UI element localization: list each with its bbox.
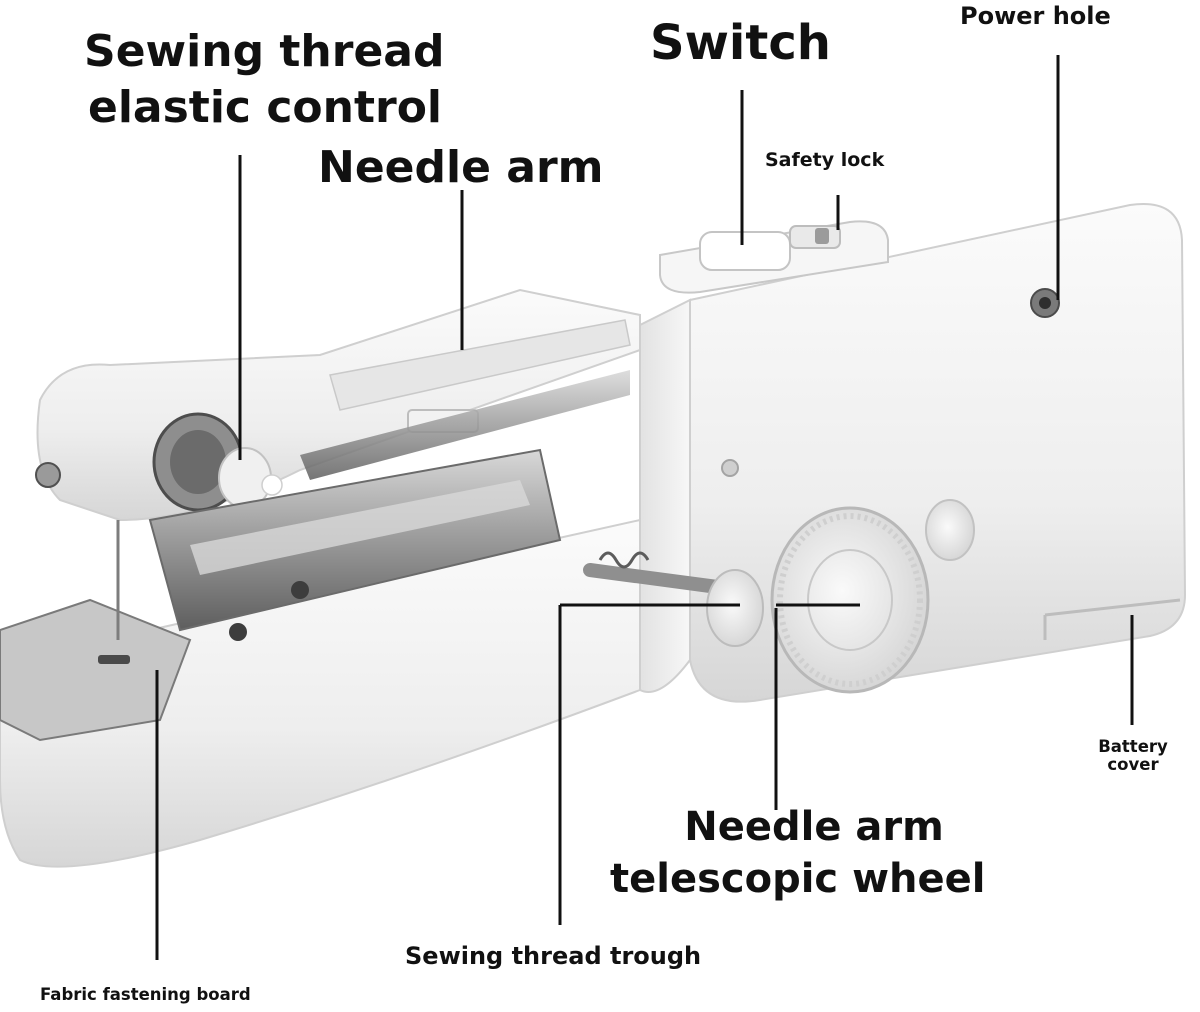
leader-lines <box>155 55 1134 960</box>
label-battery-cover-line-1: Battery <box>1098 737 1168 756</box>
label-fabric-fastening-board: Fabric fastening board <box>40 985 251 1004</box>
fabric-fastening-board <box>0 520 192 742</box>
telescopic-wheel <box>770 506 930 694</box>
label-battery-cover: Battery cover <box>1074 738 1192 774</box>
switch-assembly <box>659 220 889 294</box>
label-sewing-thread-trough: Sewing thread trough <box>405 942 702 970</box>
screw-hole <box>721 459 739 477</box>
power-hole <box>1030 288 1060 318</box>
label-power-hole: Power hole <box>960 2 1111 30</box>
thread-trough-rod <box>583 551 764 647</box>
label-needle-arm-telescopic-wheel-line-1: Needle arm <box>684 804 944 850</box>
label-sewing-thread-elastic-control-line-2: elastic control <box>88 82 442 133</box>
label-needle-arm-telescopic-wheel-line-2: telescopic wheel <box>610 856 986 902</box>
label-battery-cover-line-2: cover <box>1107 754 1159 774</box>
thread-tension-dial <box>35 412 283 512</box>
label-needle-arm-telescopic-wheel: Needle arm <box>634 804 994 850</box>
knob <box>925 499 975 561</box>
label-needle-arm: Needle arm <box>318 142 604 193</box>
label-sewing-thread-elastic-control-line-1: Sewing thread <box>84 26 445 77</box>
lower-base <box>0 448 641 868</box>
label-safety-lock: Safety lock <box>765 149 885 171</box>
label-switch: Switch <box>650 15 831 71</box>
